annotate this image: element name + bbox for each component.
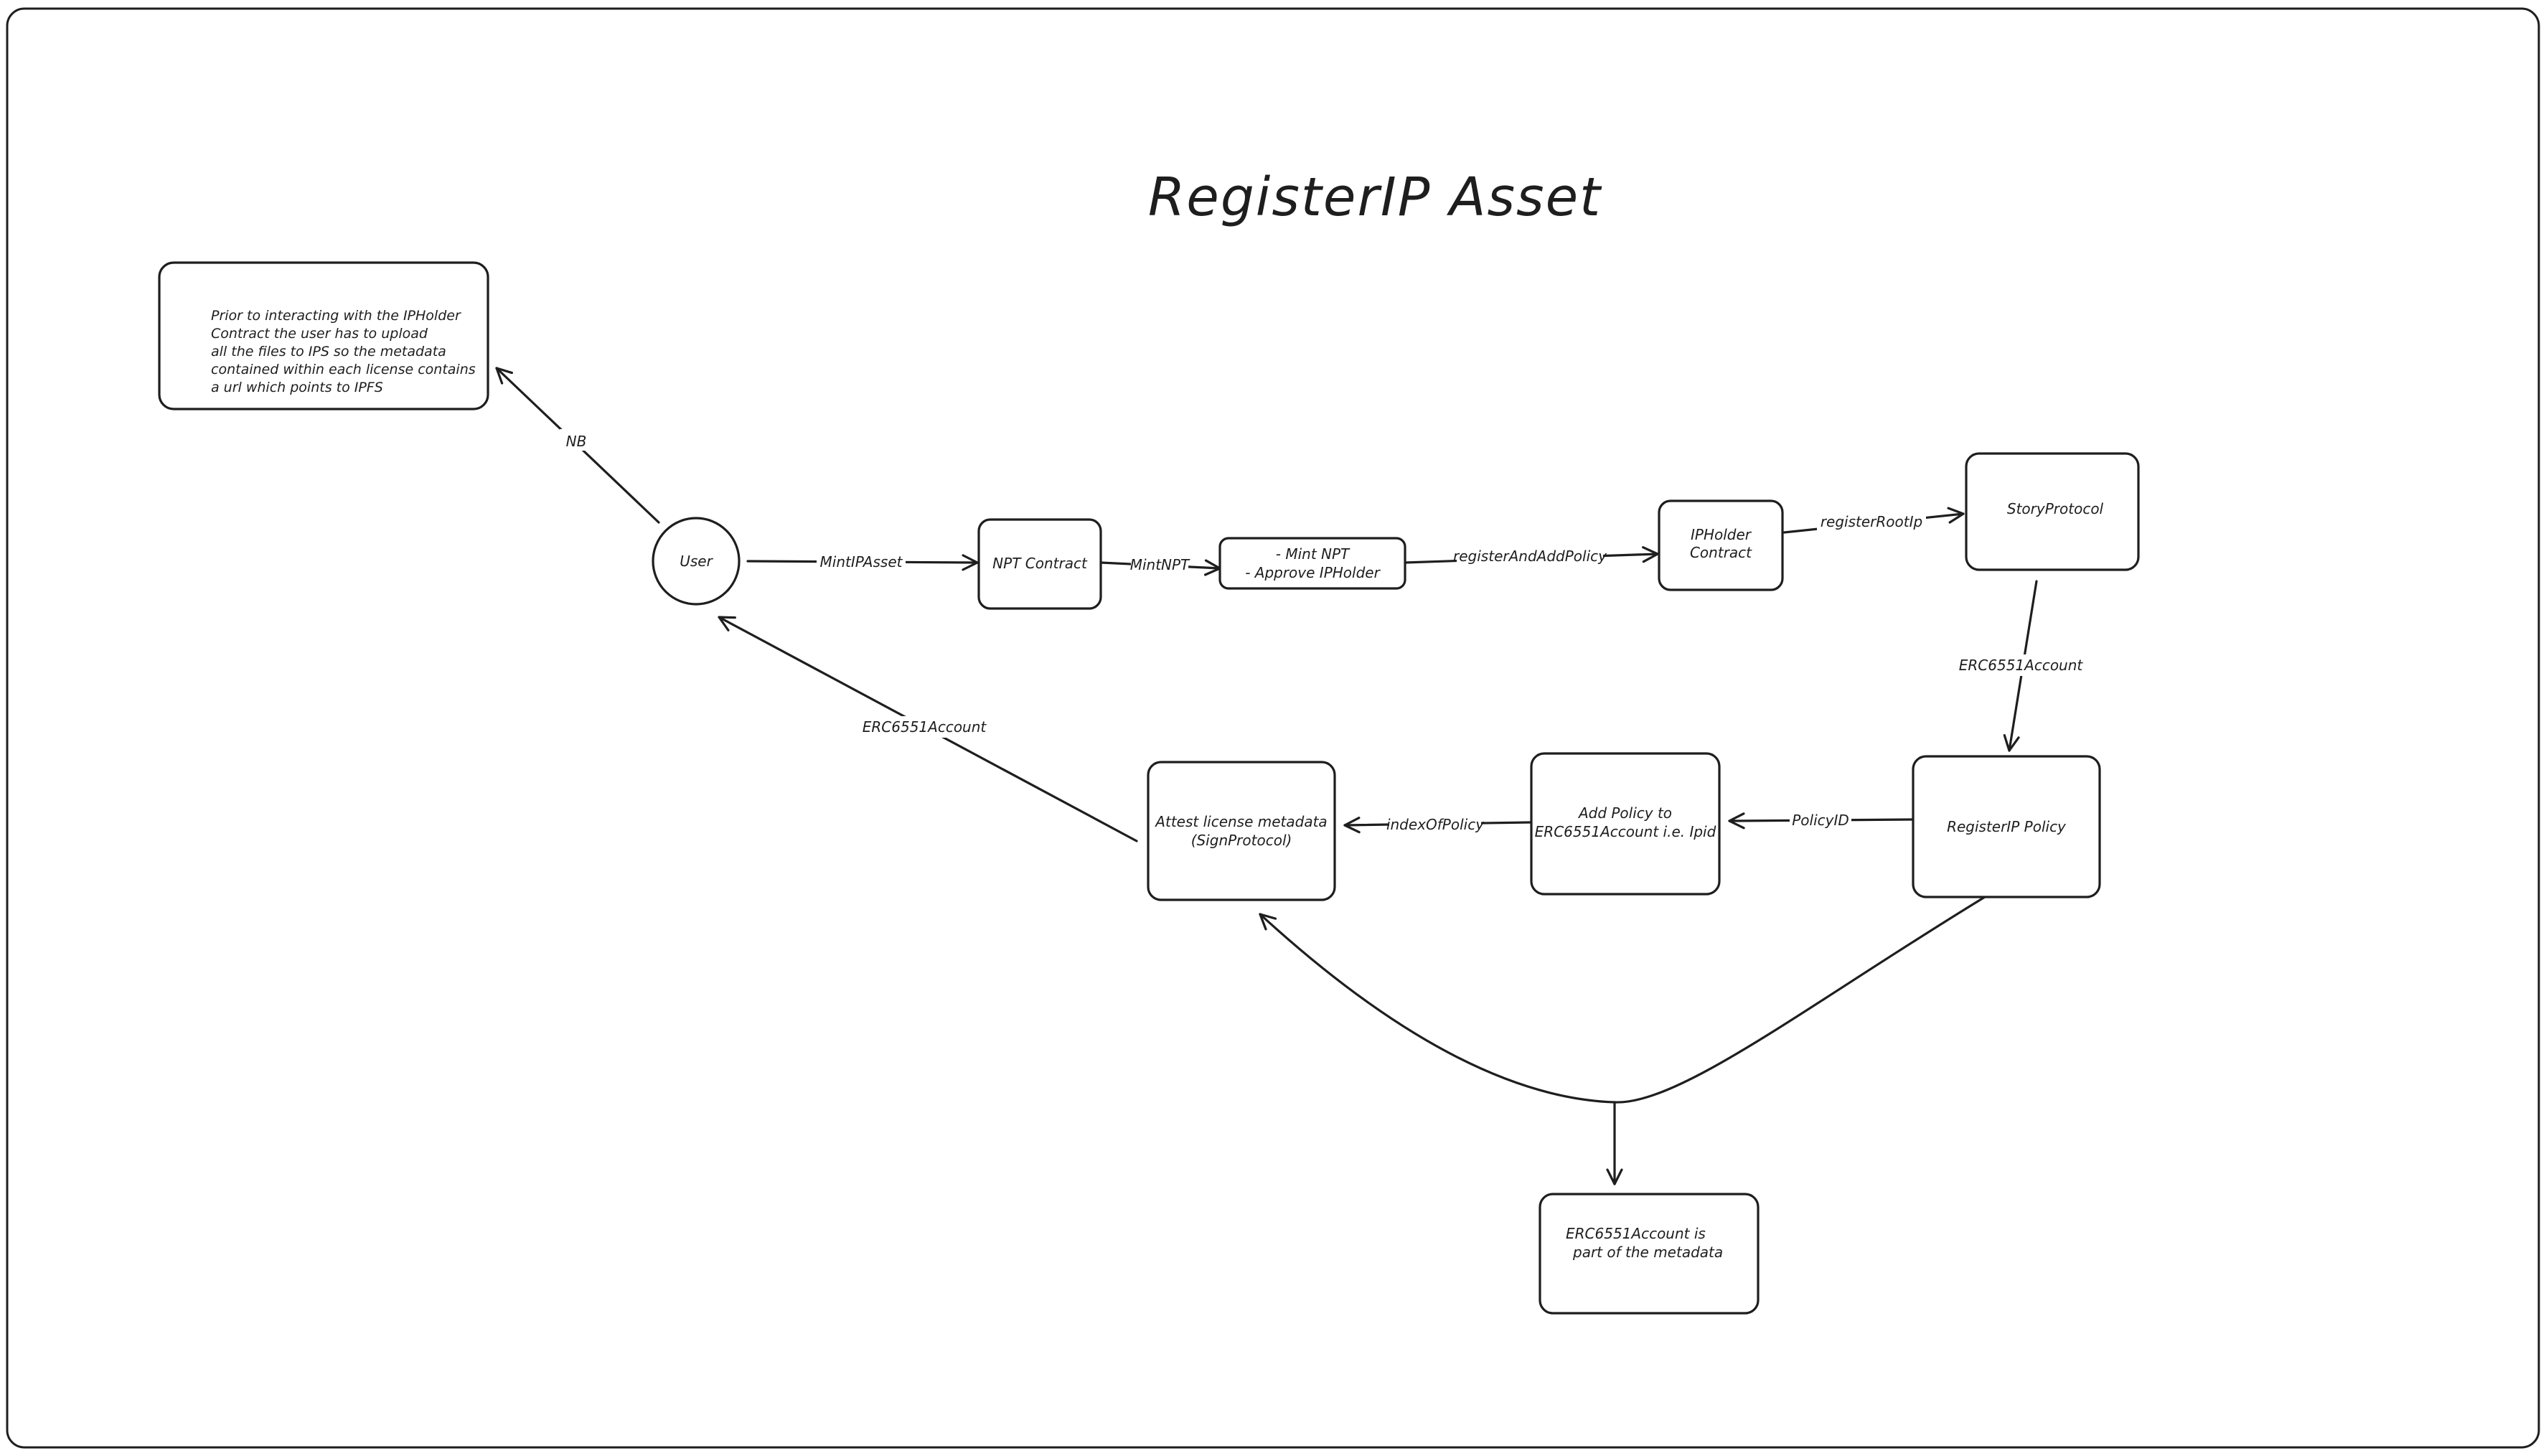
note-nb-line-3: all the files to IPS so the metadata [211,344,446,360]
mint-approve-line-2: - Approve IPHolder [1245,564,1381,581]
edge-label-policy-id: PolicyID [1792,812,1849,829]
edge-label-register-and-add-policy: registerAndAddPolicy [1453,548,1607,565]
story-protocol-label: StoryProtocol [2007,500,2104,517]
add-policy-node[interactable]: Add Policy to ERC6551Account i.e. Ipid [1530,752,1721,896]
diagram-title: RegisterIP Asset [1148,166,1602,228]
add-policy-line-2: ERC6551Account i.e. Ipid [1535,823,1716,840]
story-protocol-node[interactable]: StoryProtocol [1965,452,2140,571]
registerip-policy-node[interactable]: RegisterIP Policy [1912,755,2101,898]
note-nb-line-5: a url which points to IPFS [211,380,383,395]
edge-label-mint-ip-asset: MintIPAsset [820,553,903,570]
edge-label-index-of-policy: indexOfPolicy [1386,816,1485,833]
npt-contract-node[interactable]: NPT Contract [977,518,1102,610]
edge-label-mint-npt: MintNPT [1130,556,1190,573]
registerip-policy-label: RegisterIP Policy [1947,818,2067,835]
mint-approve-node[interactable]: - Mint NPT - Approve IPHolder [1218,537,1406,590]
attest-license-line-1: Attest license metadata [1154,813,1327,830]
edge-label-register-root-ip: registerRootIp [1821,513,1922,530]
edge-label-erc6551-user: ERC6551Account [863,718,987,736]
note-nb-line-1: Prior to interacting with the IPHolder [211,308,461,324]
edge-label-nb: NB [566,433,587,450]
erc-metadata-line-1: ERC6551Account is [1566,1225,1706,1242]
ipholder-line-1: IPHolder [1691,526,1752,543]
attest-license-node[interactable]: Attest license metadata (SignProtocol) [1147,761,1336,901]
mint-approve-line-1: - Mint NPT [1276,545,1350,563]
note-nb-line-2: Contract the user has to upload [211,326,428,342]
attest-license-line-2: (SignProtocol) [1191,832,1292,849]
edge-policy-curve-to-attest [1259,896,1986,1104]
erc-metadata-node: ERC6551Account is part of the metadata [1539,1193,1760,1315]
ipholder-contract-node[interactable]: IPHolder Contract [1658,499,1784,591]
outer-frame [6,7,2540,1449]
note-nb-line-4: contained within each license contains [211,362,476,377]
user-node[interactable]: User [652,517,741,606]
npt-contract-label: NPT Contract [992,555,1088,572]
erc-metadata-line-2: part of the metadata [1572,1244,1723,1261]
add-policy-line-1: Add Policy to [1577,804,1672,822]
note-nb-box: Prior to interacting with the IPHolder C… [158,261,489,410]
ipholder-line-2: Contract [1690,544,1752,561]
edge-label-erc6551-story: ERC6551Account [1959,657,2084,674]
user-label: User [680,553,713,570]
